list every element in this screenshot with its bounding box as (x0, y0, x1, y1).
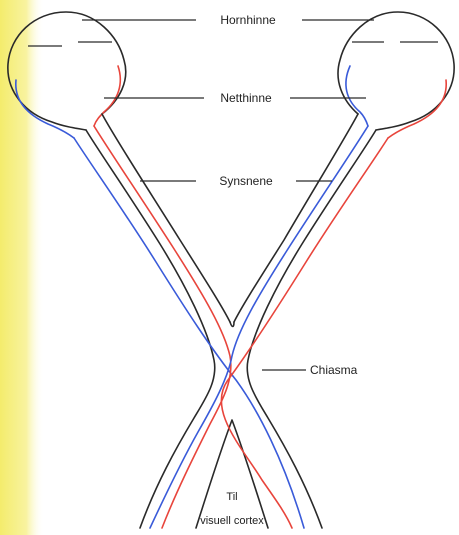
chiasm-bottom-notch (196, 420, 268, 528)
left-nerve-outer-edge (86, 130, 215, 528)
right-red-fiber (221, 138, 388, 528)
left-blue-fiber (74, 138, 304, 528)
right-nerve-outer-edge (247, 130, 376, 528)
label-chiasm-group: Chiasma (262, 363, 358, 377)
chiasm-top-notch (230, 322, 234, 327)
optic-nerve-label: Synsnene (219, 174, 273, 188)
label-cornea-group: Hornhinne (82, 13, 374, 27)
left-eye-red-retina (94, 66, 120, 126)
right-eye-red-retina (388, 80, 446, 138)
left-red-fiber (94, 126, 231, 528)
to-cortex-label-line2: visuell cortex (200, 515, 264, 527)
label-retina-group: Netthinne (104, 91, 366, 105)
right-eyeball-outline (338, 12, 454, 130)
cornea-label: Hornhinne (220, 13, 276, 27)
retina-label: Netthinne (220, 91, 272, 105)
chiasm-label: Chiasma (310, 363, 358, 377)
label-cortex-group: Til visuell cortex (200, 491, 264, 527)
right-nerve-inner-edge (234, 114, 358, 322)
left-nerve-inner-edge (102, 114, 230, 322)
left-yellow-band (0, 0, 44, 535)
to-cortex-label-line1: Til (226, 491, 237, 503)
label-optic-nerve-group: Synsnene (140, 174, 332, 188)
